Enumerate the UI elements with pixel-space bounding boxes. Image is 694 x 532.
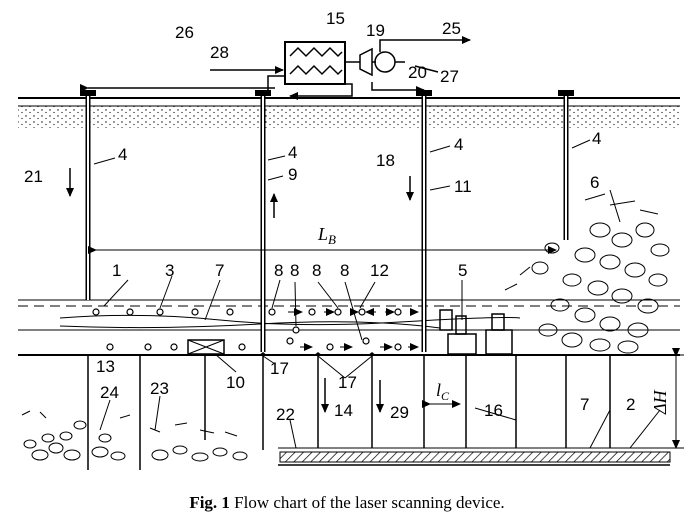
label-8a: 8: [274, 261, 283, 280]
device-10: [187, 339, 225, 355]
label-20: 20: [408, 63, 427, 82]
label-8b: 8: [290, 261, 299, 280]
label-25: 25: [442, 19, 461, 38]
figure-caption: Fig. 1 Flow chart of the laser scanning …: [0, 493, 694, 513]
label-17b: 17: [338, 373, 357, 392]
label-28: 28: [210, 43, 229, 62]
label-dh: ΔH: [650, 389, 670, 415]
label-4d: 4: [592, 129, 601, 148]
callout-labels: 15 19 25 26 28 20 27 4 4 4 4 21 9 18 11 …: [24, 9, 670, 424]
label-15: 15: [326, 9, 345, 28]
label-4b: 4: [288, 143, 297, 162]
label-8d: 8: [340, 261, 349, 280]
label-lb: LB: [317, 224, 336, 247]
lower-seam: [278, 447, 671, 466]
label-lc: lC: [436, 380, 450, 403]
label-18: 18: [376, 151, 395, 170]
label-24: 24: [100, 383, 119, 402]
label-11: 11: [454, 177, 472, 196]
label-12: 12: [370, 261, 389, 280]
label-7a: 7: [215, 261, 224, 280]
label-19: 19: [366, 21, 385, 40]
label-22: 22: [276, 405, 295, 424]
caption-prefix: Fig. 1: [189, 493, 230, 512]
flow-arrows-seam: [288, 308, 419, 351]
leader-lines: [93, 139, 661, 449]
caved-rock-right: [504, 193, 670, 354]
upper-seam: [18, 299, 680, 356]
label-26: 26: [175, 23, 194, 42]
label-5: 5: [458, 261, 467, 280]
surface-layer: [18, 97, 680, 128]
label-9: 9: [288, 165, 297, 184]
label-23: 23: [150, 379, 169, 398]
label-10: 10: [226, 373, 245, 392]
label-27: 27: [440, 67, 459, 86]
boreholes: [80, 90, 574, 352]
dimension-dh: [668, 348, 684, 449]
label-2: 2: [626, 395, 635, 414]
label-17a: 17: [270, 359, 289, 378]
label-8c: 8: [312, 261, 321, 280]
surface-plant: [284, 41, 396, 85]
label-4a: 4: [118, 145, 127, 164]
label-21: 21: [24, 167, 43, 186]
label-6: 6: [590, 173, 599, 192]
sensors: [92, 308, 402, 351]
label-1: 1: [112, 261, 121, 280]
label-4c: 4: [454, 135, 463, 154]
injection-points: [258, 352, 377, 356]
label-13: 13: [96, 357, 115, 376]
supports: [87, 355, 611, 470]
caption-text: Flow chart of the laser scanning device.: [229, 493, 505, 512]
caved-rock-left: [21, 410, 248, 462]
label-16: 16: [484, 401, 503, 420]
flow-arrows: [66, 168, 414, 413]
label-14: 14: [334, 401, 353, 420]
label-3: 3: [165, 261, 174, 280]
mining-equipment: [439, 309, 513, 355]
label-7b: 7: [580, 395, 589, 414]
label-29: 29: [390, 403, 409, 422]
piping: [80, 36, 471, 100]
